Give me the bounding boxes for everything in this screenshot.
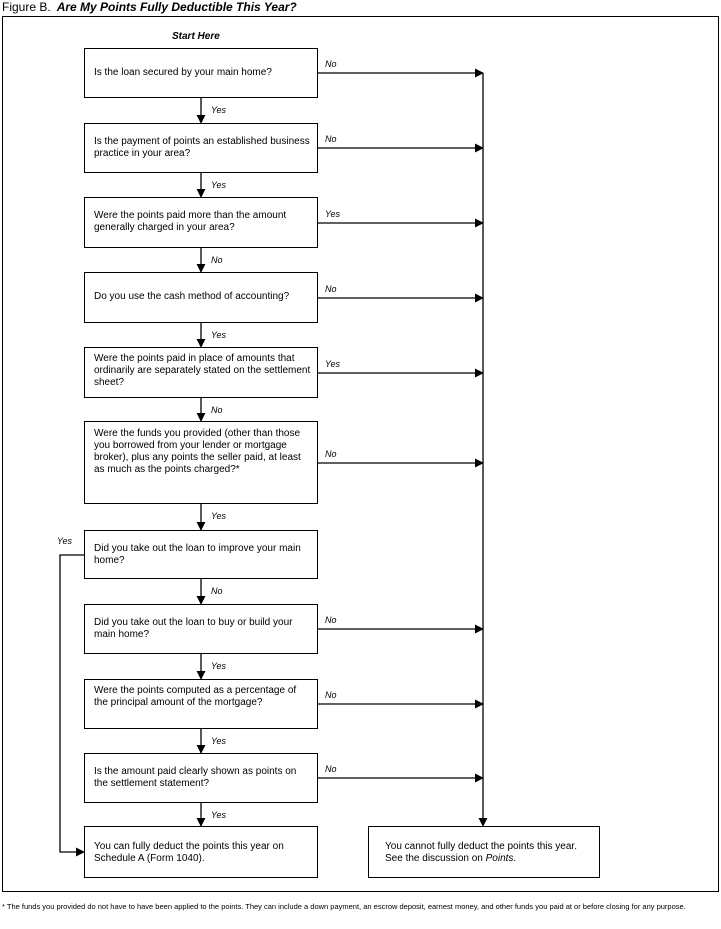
down-label-5: No bbox=[211, 405, 223, 415]
right-label-8: No bbox=[325, 615, 337, 625]
down-label-3: No bbox=[211, 255, 223, 265]
right-label-2: No bbox=[325, 134, 337, 144]
figure-heading: Are My Points Fully Deductible This Year… bbox=[56, 0, 297, 14]
question-box-8: Did you take out the loan to buy or buil… bbox=[84, 604, 318, 654]
question-box-4: Do you use the cash method of accounting… bbox=[84, 272, 318, 323]
left-yes-path bbox=[59, 554, 85, 857]
start-here-label: Start Here bbox=[172, 31, 220, 42]
question-box-6: Were the funds you provided (other than … bbox=[84, 421, 318, 504]
question-text-7: Did you take out the loan to improve you… bbox=[94, 543, 301, 566]
question-text-10: Is the amount paid clearly shown as poin… bbox=[94, 766, 297, 789]
right-label-6: No bbox=[325, 449, 337, 459]
question-text-2: Is the payment of points an established … bbox=[94, 136, 310, 159]
question-text-5: Were the points paid in place of amounts… bbox=[94, 353, 311, 388]
question-box-10: Is the amount paid clearly shown as poin… bbox=[84, 753, 318, 803]
question-text-1: Is the loan secured by your main home? bbox=[94, 67, 272, 78]
right-label-9: No bbox=[325, 690, 337, 700]
question-box-3: Were the points paid more than the amoun… bbox=[84, 197, 318, 248]
question-box-1: Is the loan secured by your main home? bbox=[84, 48, 318, 98]
points-reference: Points bbox=[485, 853, 514, 864]
question-box-7: Did you take out the loan to improve you… bbox=[84, 530, 318, 579]
outcome-deductible: You can fully deduct the points this yea… bbox=[84, 826, 318, 878]
down-label-9: Yes bbox=[211, 736, 227, 746]
down-label-1: Yes bbox=[211, 105, 227, 115]
question-text-4: Do you use the cash method of accounting… bbox=[94, 291, 290, 302]
right-label-10: No bbox=[325, 764, 337, 774]
outcome-not-deductible-end: . bbox=[513, 853, 517, 864]
down-label-4: Yes bbox=[211, 330, 227, 340]
right-label-3: Yes bbox=[325, 209, 341, 219]
question-box-5: Were the points paid in place of amounts… bbox=[84, 347, 318, 398]
question-box-9: Were the points computed as a percentage… bbox=[84, 679, 318, 729]
down-label-8: Yes bbox=[211, 661, 227, 671]
right-label-1: No bbox=[325, 59, 337, 69]
outcome-not-deductible: You cannot fully deduct the points this … bbox=[368, 826, 600, 878]
question-text-6: Were the funds you provided (other than … bbox=[94, 428, 301, 475]
question-box-2: Is the payment of points an established … bbox=[84, 123, 318, 173]
figure-title: Figure B. Are My Points Fully Deductible … bbox=[2, 0, 297, 14]
figure-label: Figure B. bbox=[2, 0, 51, 14]
outcome-deductible-text: You can fully deduct the points this yea… bbox=[94, 841, 284, 864]
footnote: * The funds you provided do not have to … bbox=[2, 902, 686, 911]
down-label-7: No bbox=[211, 586, 223, 596]
flowchart-frame bbox=[2, 16, 719, 892]
down-label-6: Yes bbox=[211, 511, 227, 521]
down-label-2: Yes bbox=[211, 180, 227, 190]
down-label-10: Yes bbox=[211, 810, 227, 820]
question-text-3: Were the points paid more than the amoun… bbox=[94, 210, 287, 233]
question-text-9: Were the points computed as a percentage… bbox=[94, 685, 297, 708]
left-label-7: Yes bbox=[57, 536, 73, 546]
outcome-not-deductible-text: You cannot fully deduct the points this … bbox=[385, 841, 577, 864]
right-label-4: No bbox=[325, 284, 337, 294]
question-text-8: Did you take out the loan to buy or buil… bbox=[94, 617, 293, 640]
right-label-5: Yes bbox=[325, 359, 341, 369]
